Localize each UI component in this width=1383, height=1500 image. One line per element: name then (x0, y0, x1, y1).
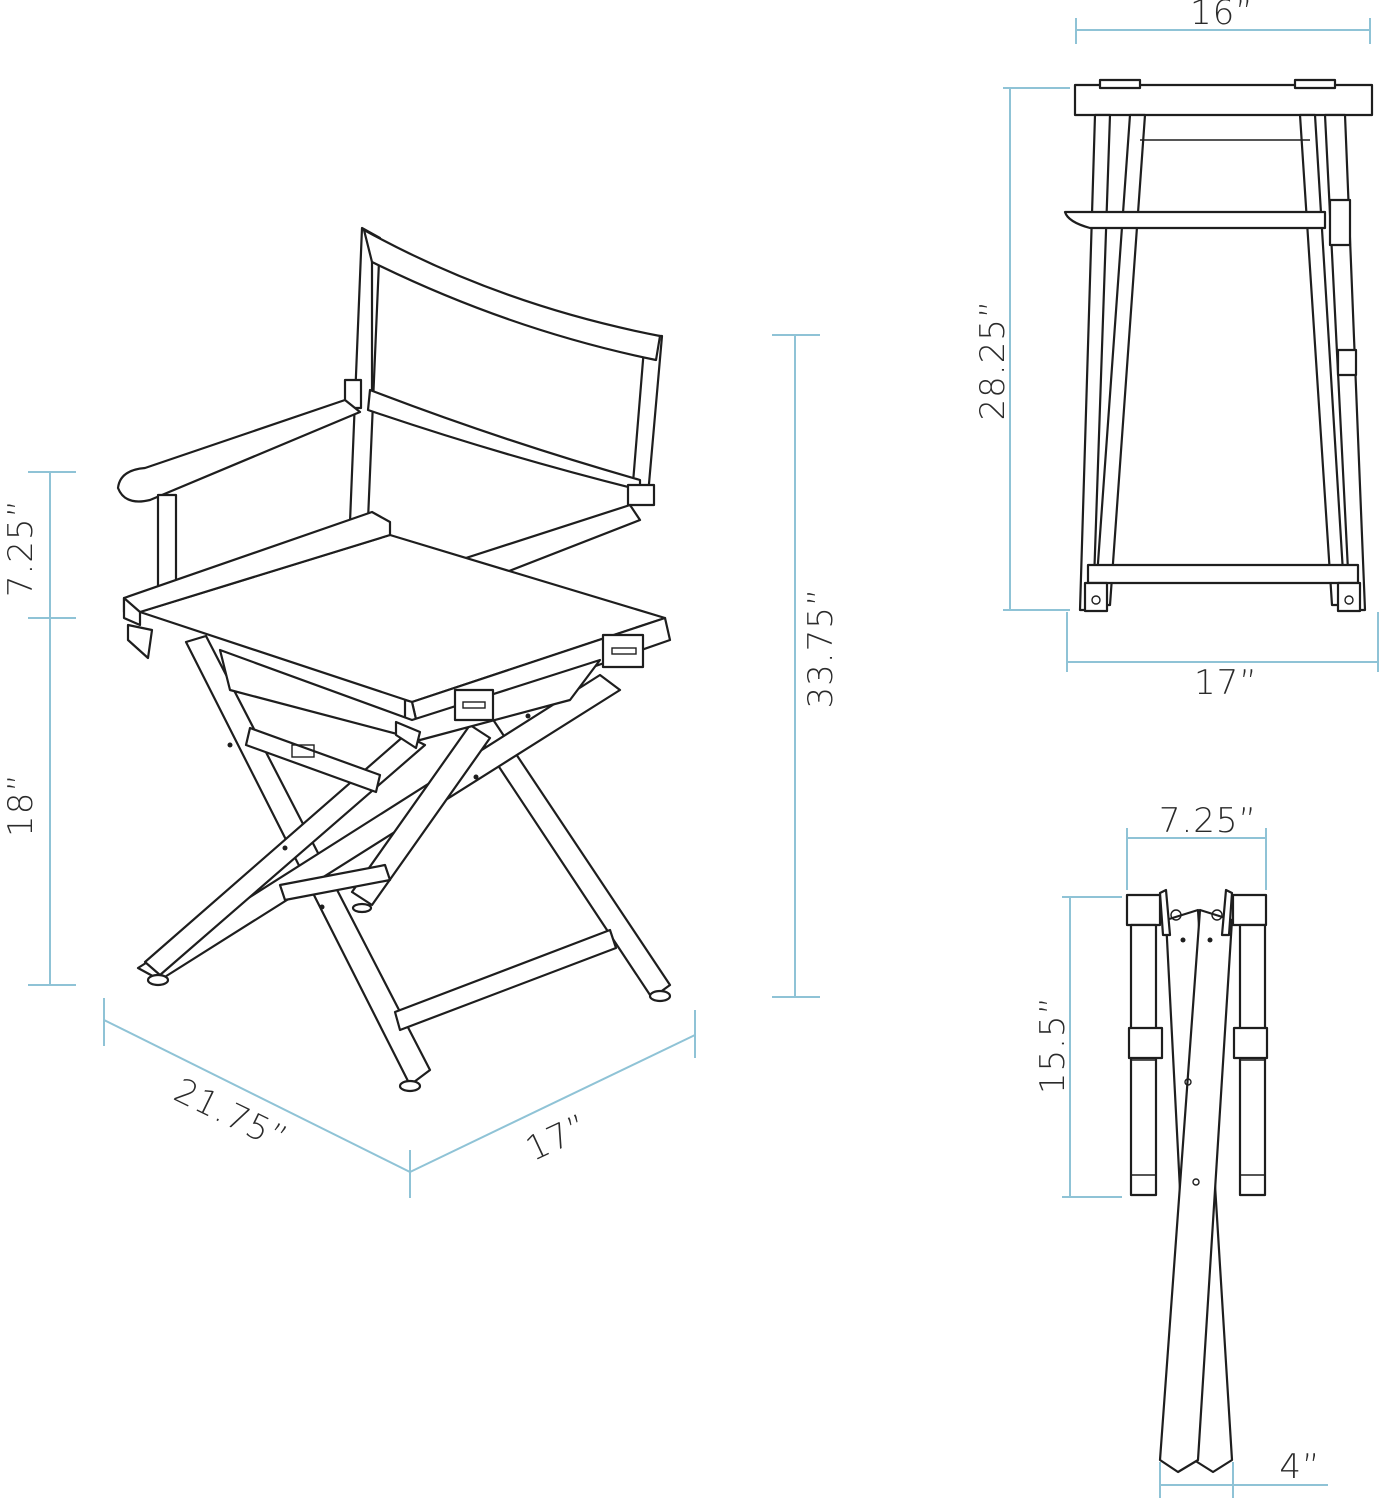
front-height-dimension: 28.25” (973, 87, 1070, 611)
chair-seat (122, 510, 672, 794)
front-height-label: 28.25” (973, 300, 1013, 421)
seat-height-label: 18” (1, 773, 41, 837)
bottom-width-dimension: 17” (1066, 612, 1379, 703)
chair-back (343, 226, 664, 524)
chair-legs (136, 634, 672, 1093)
folded-height-dimension: 15.5” (1033, 896, 1122, 1198)
armrest-height-dimension: 7.25” (1, 471, 76, 619)
folded-width-label: 7.25” (1159, 801, 1257, 841)
bottom-width-label: 17” (1194, 663, 1258, 703)
width-dimension: 17” (409, 1010, 696, 1173)
folded-dimensions: 7.25” 15.5” 4” (1033, 801, 1328, 1498)
total-height-label: 33.75” (801, 588, 841, 709)
perspective-view (116, 226, 672, 1093)
folded-width-dimension: 7.25” (1126, 801, 1267, 890)
folded-thickness-label: 4” (1279, 1447, 1320, 1487)
depth-dimension: 21.75” (103, 998, 411, 1198)
armrest-height-label: 7.25” (1, 499, 41, 597)
top-width-label: 16” (1190, 0, 1254, 33)
front-dimensions: 16” 28.25” 17” (973, 0, 1379, 703)
folded-view (1125, 888, 1269, 1474)
total-height-dimension: 33.75” (772, 334, 841, 998)
front-view (1063, 78, 1374, 613)
top-width-dimension: 16” (1075, 0, 1371, 44)
seat-height-dimension: 18” (1, 618, 76, 986)
folded-thickness-dimension: 4” (1159, 1447, 1328, 1498)
folded-height-label: 15.5” (1033, 996, 1073, 1094)
width-label: 17” (520, 1106, 595, 1169)
